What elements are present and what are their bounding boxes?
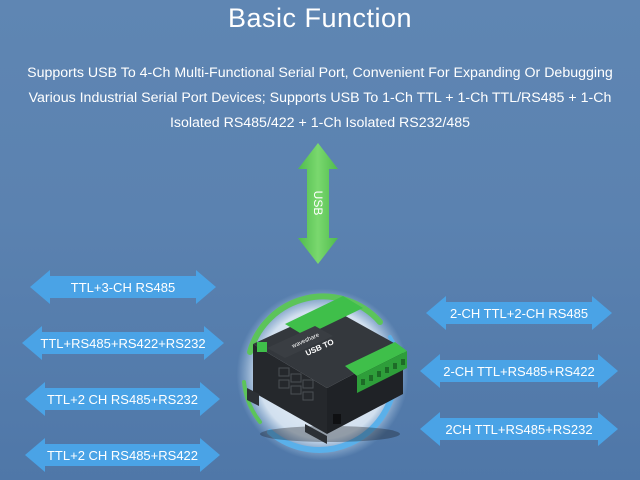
description-line-2: Various Industrial Serial Port Devices; … [28, 90, 612, 106]
usb-serial-device-image: waveshare USB TO [247, 296, 407, 444]
description: Supports USB To 4-Ch Multi-Functional Se… [0, 61, 640, 136]
mode-label: 2-CH TTL+2-CH RS485 [449, 305, 589, 321]
mode-arrow-left-1: TTL+3-CH RS485 [30, 270, 216, 304]
mode-arrow-left-2: TTL+RS485+RS422+RS232 [22, 326, 224, 360]
mode-arrow-right-2: 2-CH TTL+RS485+RS422 [420, 354, 618, 388]
usb-label: USB [311, 190, 325, 216]
mode-label: TTL+3-CH RS485 [70, 279, 176, 295]
mode-label: TTL+2 CH RS485+RS232 [46, 391, 199, 407]
mode-arrow-left-4: TTL+2 CH RS485+RS422 [25, 438, 220, 472]
mode-label: TTL+2 CH RS485+RS422 [46, 447, 199, 463]
mode-label: TTL+RS485+RS422+RS232 [40, 335, 206, 351]
usb-arrow-icon [298, 143, 338, 264]
description-line-1: Supports USB To 4-Ch Multi-Functional Se… [27, 65, 613, 81]
mode-arrow-left-3: TTL+2 CH RS485+RS232 [25, 382, 220, 416]
mode-arrow-right-1: 2-CH TTL+2-CH RS485 [426, 296, 612, 330]
page-title: Basic Function [227, 3, 413, 33]
description-line-3: Isolated RS485/422 + 1-Ch Isolated RS232… [169, 115, 471, 131]
mode-label: 2CH TTL+RS485+RS232 [445, 421, 593, 437]
mode-arrow-right-3: 2CH TTL+RS485+RS232 [420, 412, 618, 446]
mode-label: 2-CH TTL+RS485+RS422 [443, 363, 595, 379]
